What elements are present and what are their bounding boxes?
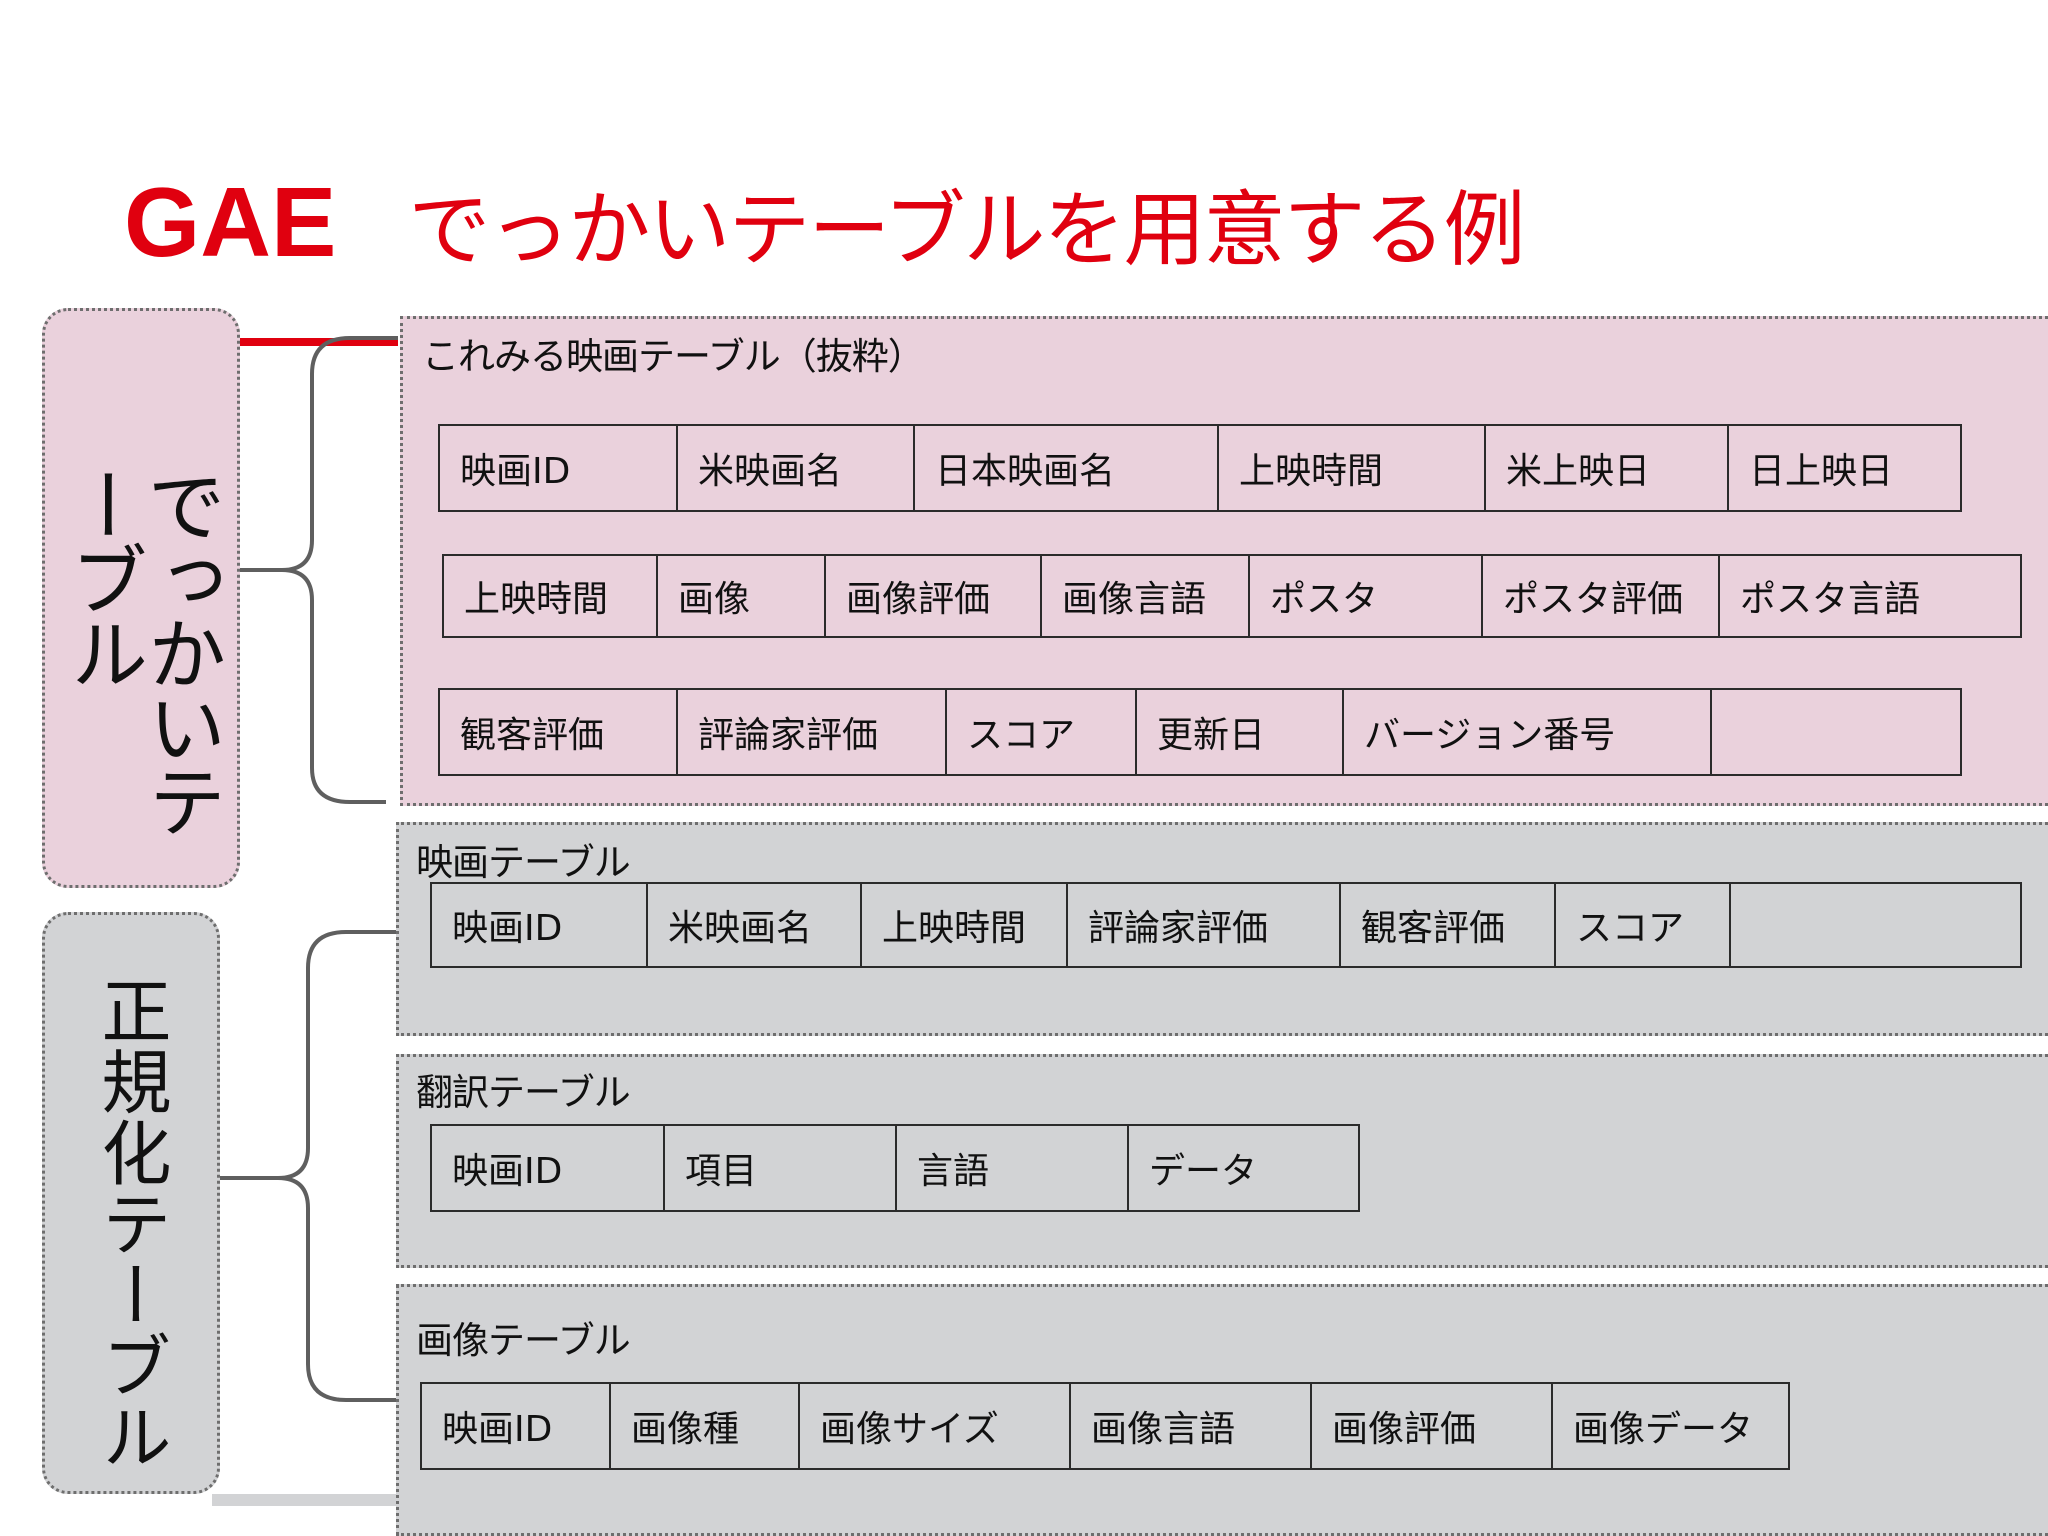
big-table-title: これみる映画テーブル（抜粋） — [422, 335, 925, 378]
title-gae: GAE — [124, 166, 337, 277]
normalized-table-label-text: 正規化テーブル — [90, 975, 172, 1472]
field-cell: 日上映日 — [1749, 451, 1894, 492]
movie-table-title: 映画テーブル — [416, 841, 631, 884]
field-cell: 映画ID — [432, 1126, 665, 1210]
image-table-row: 映画ID 画像種 画像サイズ 画像言語 画像評価 画像データ — [420, 1382, 1790, 1470]
field-cell: 観客評価 — [440, 690, 678, 774]
field-cell: ポスタ評価 — [1483, 556, 1720, 636]
normalized-table-brace — [220, 930, 396, 1402]
red-accent-line — [238, 338, 398, 346]
field-cell: 映画ID — [422, 1384, 611, 1468]
big-table-brace — [240, 336, 398, 804]
field-cell: 言語 — [897, 1126, 1129, 1210]
field-cell: データ — [1149, 1151, 1258, 1192]
title-text: でっかいテーブルを用意する例 — [408, 182, 1525, 278]
field-cell: 画像サイズ — [800, 1384, 1071, 1468]
field-cell: 画像種 — [611, 1384, 800, 1468]
translation-table-row: 映画ID 項目 言語 データ — [430, 1124, 1360, 1212]
image-table-title: 画像テーブル — [416, 1319, 631, 1362]
field-cell: 観客評価 — [1341, 884, 1556, 966]
field-cell: ポスタ言語 — [1740, 579, 1921, 620]
field-cell: 上映時間 — [444, 556, 658, 636]
translation-table-panel — [396, 1054, 2048, 1268]
field-cell: 画像言語 — [1071, 1384, 1312, 1468]
big-table-label: でっかいテーブル — [42, 308, 240, 888]
field-cell: 画像データ — [1573, 1409, 1754, 1450]
field-cell: ポスタ — [1250, 556, 1483, 636]
gray-accent-line — [212, 1494, 402, 1506]
big-table-row-2: 上映時間 画像 画像評価 画像言語 ポスタ ポスタ評価 ポスタ言語 — [442, 554, 2022, 638]
field-cell: 更新日 — [1137, 690, 1344, 774]
translation-table-title: 翻訳テーブル — [416, 1071, 631, 1114]
normalized-table-label: 正規化テーブル — [42, 912, 220, 1494]
field-cell: 評論家評価 — [1068, 884, 1341, 966]
slide-title: GAE でっかいテーブルを用意する例 — [124, 162, 1525, 282]
field-cell: 項目 — [665, 1126, 897, 1210]
image-table-panel — [396, 1284, 2048, 1536]
field-cell: 上映時間 — [862, 884, 1068, 966]
big-table-panel — [400, 316, 2048, 806]
big-table-row-3: 観客評価 評論家評価 スコア 更新日 バージョン番号 — [438, 688, 1962, 776]
field-cell: 画像言語 — [1042, 556, 1250, 636]
field-cell: スコア — [947, 690, 1137, 774]
field-cell: 日本映画名 — [915, 426, 1219, 510]
movie-table-panel — [396, 822, 2048, 1036]
big-table-label-text: でっかいテーブル — [57, 466, 225, 836]
movie-table-row: 映画ID 米映画名 上映時間 評論家評価 観客評価 スコア — [430, 882, 2022, 968]
field-cell: 画像評価 — [826, 556, 1042, 636]
field-cell: 米映画名 — [648, 884, 862, 966]
field-cell: 評論家評価 — [678, 690, 947, 774]
field-cell: 画像評価 — [1312, 1384, 1553, 1468]
field-cell: 上映時間 — [1219, 426, 1486, 510]
field-cell: 画像 — [658, 556, 826, 636]
big-table-row-1: 映画ID 米映画名 日本映画名 上映時間 米上映日 日上映日 — [438, 424, 1962, 512]
field-cell: 米映画名 — [678, 426, 915, 510]
field-cell: 映画ID — [440, 426, 678, 510]
field-cell: 映画ID — [432, 884, 648, 966]
field-cell: スコア — [1556, 884, 1731, 966]
field-cell: バージョン番号 — [1344, 690, 1712, 774]
field-cell: 米上映日 — [1486, 426, 1729, 510]
